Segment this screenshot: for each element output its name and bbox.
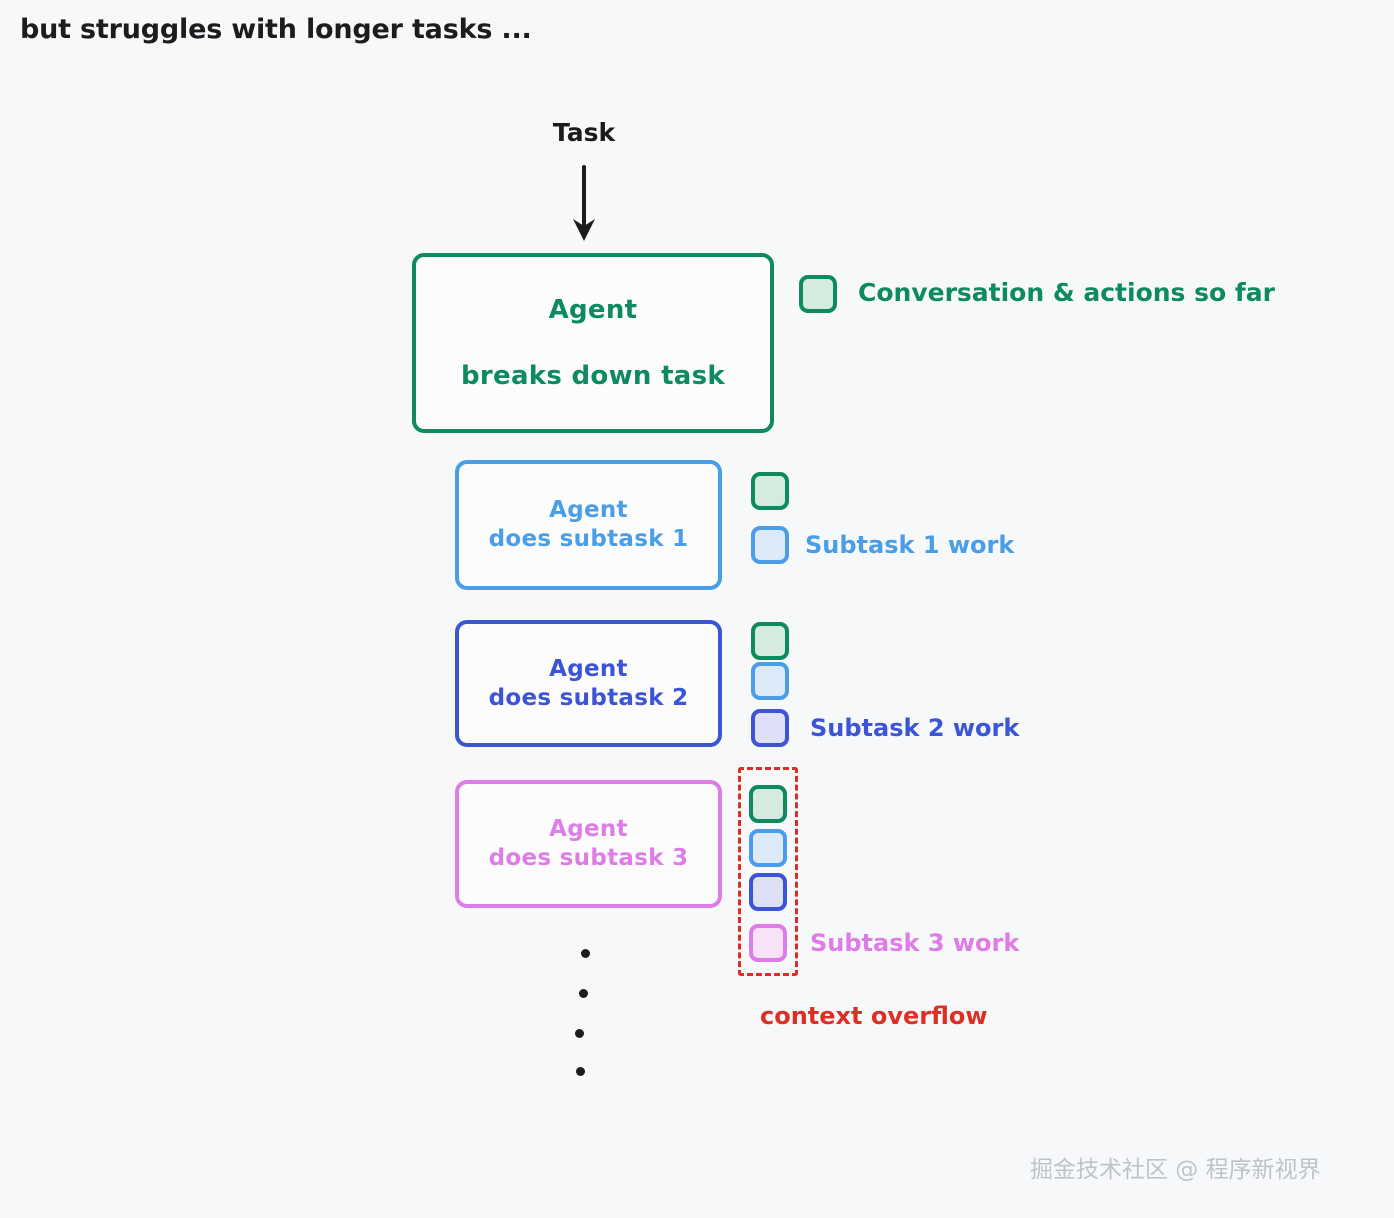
swatch-conversation-so-far [749, 785, 787, 823]
page-title: but struggles with longer tasks ... [20, 14, 532, 45]
swatch-subtask-1-work [751, 662, 789, 700]
context-overflow-label: context overflow [760, 1002, 988, 1030]
agent-box-line2: does subtask 3 [488, 845, 689, 871]
swatch-conversation-so-far [751, 472, 789, 510]
watermark: 掘金技术社区 @ 程序新视界 [1030, 1157, 1321, 1183]
agent-box-line2: breaks down task [460, 361, 726, 391]
agent-box-line2: does subtask 2 [488, 684, 689, 711]
ellipsis-dot [581, 949, 590, 958]
swatch-subtask-1-work [751, 526, 789, 564]
context-overflow-frame [738, 767, 798, 976]
swatch-subtask-3-work [749, 924, 787, 962]
agent-box-breaks-down-task[interactable]: Agent breaks down task [412, 253, 774, 433]
swatch-conversation-so-far [799, 275, 837, 313]
agent-box-line1: Agent [549, 655, 628, 682]
legend-label-subtask-1-work: Subtask 1 work [805, 531, 1015, 559]
ellipsis-dot [579, 989, 588, 998]
agent-box-subtask-3[interactable]: Agent does subtask 3 [455, 780, 722, 908]
ellipsis-dot [575, 1029, 584, 1038]
swatch-conversation-so-far [751, 622, 789, 660]
task-label: Task [552, 118, 616, 147]
agent-box-line1: Agent [549, 816, 628, 843]
legend-label-subtask-3-work: Subtask 3 work [810, 929, 1020, 957]
swatch-subtask-1-work [749, 829, 787, 867]
agent-box-line1: Agent [549, 497, 628, 524]
agent-box-line1: Agent [548, 294, 638, 325]
swatch-subtask-2-work [749, 873, 787, 911]
down-arrow-icon [573, 165, 595, 241]
legend-label-conversation-so-far: Conversation & actions so far [858, 278, 1275, 307]
agent-box-subtask-2[interactable]: Agent does subtask 2 [455, 620, 722, 747]
legend-label-subtask-2-work: Subtask 2 work [810, 714, 1020, 742]
swatch-subtask-2-work [751, 709, 789, 747]
agent-box-line2: does subtask 1 [488, 526, 689, 552]
agent-box-subtask-1[interactable]: Agent does subtask 1 [455, 460, 722, 590]
ellipsis-dot [576, 1067, 585, 1076]
